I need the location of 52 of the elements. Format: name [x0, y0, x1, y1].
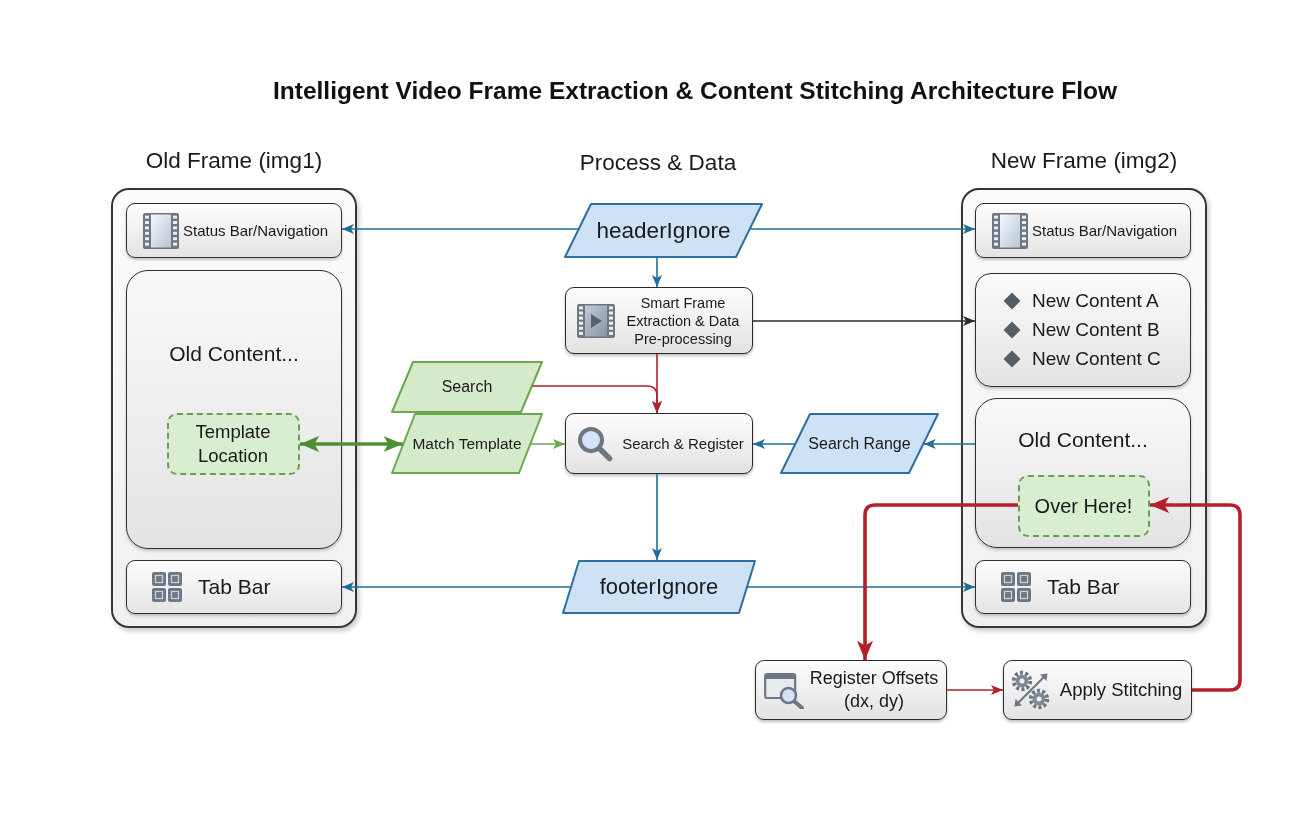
status-bar-panel	[975, 203, 1191, 258]
process-box	[565, 413, 753, 474]
process-box	[565, 287, 753, 354]
content-label: Old Content...	[169, 341, 299, 367]
arrow	[652, 257, 662, 288]
status-bar-panel	[126, 203, 342, 258]
data-label: Search Range	[808, 433, 911, 454]
arrow	[752, 316, 976, 326]
tab-bar-panel	[975, 560, 1191, 614]
arrow	[946, 685, 1004, 695]
arrow	[530, 439, 566, 449]
process-label: Apply Stitching	[1059, 679, 1183, 701]
process-label: Search & Register	[622, 433, 744, 454]
arrow	[749, 224, 976, 234]
data-label: Match Template	[412, 433, 522, 454]
data-label: headerIgnore	[596, 217, 731, 244]
arrow	[922, 439, 976, 449]
tab-bar-panel	[126, 560, 342, 614]
diagram-title: Intelligent Video Frame Extraction & Content Stitching Architecture Flow	[273, 76, 1117, 106]
process-label: Smart Frame Extraction & Data Pre-processing	[625, 293, 741, 348]
content-area-panel	[975, 398, 1191, 548]
bar-label: Status Bar/Navigation	[1032, 220, 1178, 241]
bar-label: Tab Bar	[198, 575, 271, 599]
dashed-region-box	[1017, 474, 1150, 537]
arrow	[341, 224, 580, 234]
column-heading: Old Frame (img1)	[145, 147, 323, 175]
arrow	[752, 439, 796, 449]
data-label: Search	[441, 377, 493, 397]
arrow	[531, 385, 662, 414]
arrow	[857, 503, 1018, 660]
list-item-text: New Content B	[1032, 318, 1160, 342]
list-item-text: New Content A	[1032, 289, 1159, 313]
region-label: Over Here!	[1034, 493, 1133, 518]
arrow	[746, 582, 976, 592]
column-heading: Process & Data	[579, 149, 737, 177]
bar-label: Status Bar/Navigation	[183, 220, 329, 241]
dashed-region-box	[166, 412, 300, 475]
content-label: Old Content...	[1018, 427, 1148, 453]
arrow	[300, 436, 403, 452]
arrow	[652, 473, 662, 561]
list-item-text: New Content C	[1032, 347, 1161, 371]
process-box	[755, 660, 947, 720]
content-area-panel	[126, 270, 342, 549]
data-label: footerIgnore	[599, 574, 719, 600]
region-label: Template Location	[194, 419, 272, 468]
column-heading: New Frame (img2)	[990, 147, 1178, 175]
process-label: Register Offsets (dx, dy)	[808, 667, 940, 713]
process-box	[1003, 660, 1192, 720]
content-list-panel	[975, 273, 1191, 387]
bar-label: Tab Bar	[1047, 575, 1120, 599]
arrow	[1150, 497, 1242, 692]
arrow	[341, 582, 572, 592]
